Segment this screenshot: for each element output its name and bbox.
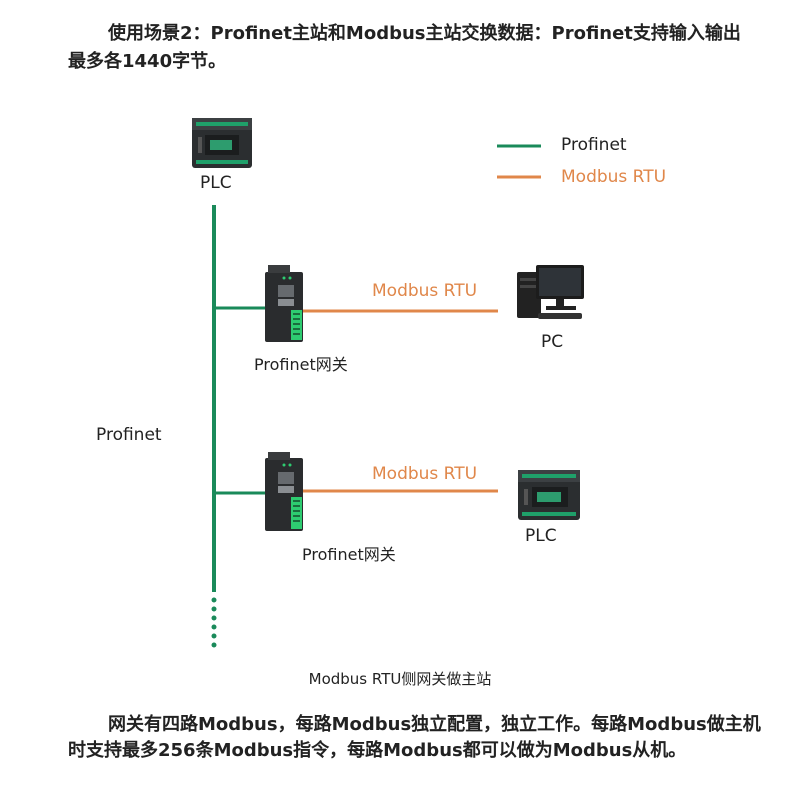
plc-top-icon — [192, 118, 252, 168]
plc-right-label: PLC — [525, 526, 557, 546]
legend-profinet-label: Profinet — [561, 135, 627, 155]
gateway-1-label: Profinet网关 — [254, 355, 348, 374]
modbus-link-1-label: Modbus RTU — [372, 281, 478, 301]
modbus-link-2-label: Modbus RTU — [372, 464, 478, 484]
gateway-2-icon — [265, 452, 303, 531]
diagram-caption: Modbus RTU侧网关做主站 — [308, 670, 492, 688]
outro-text: 网关有四路Modbus，每路Modbus独立配置，独立工作。每路Modbus做主… — [68, 714, 761, 761]
pc-icon — [517, 265, 584, 319]
gateway-2-label: Profinet网关 — [302, 545, 396, 564]
legend-modbus-label: Modbus RTU — [561, 167, 667, 187]
intro-paragraph: 使用场景2：Profinet主站和Modbus主站交换数据：Profinet支持… — [68, 20, 758, 76]
bus-continuation-dots — [211, 597, 217, 648]
plc-right-icon — [518, 470, 580, 520]
outro-paragraph: 网关有四路Modbus，每路Modbus独立配置，独立工作。每路Modbus做主… — [68, 712, 768, 764]
gateway-1-icon — [265, 265, 303, 342]
intro-text: 使用场景2：Profinet主站和Modbus主站交换数据：Profinet支持… — [68, 23, 741, 72]
plc-top-label: PLC — [200, 173, 232, 193]
profinet-bus-label: Profinet — [96, 425, 162, 445]
pc-label: PC — [541, 332, 564, 352]
